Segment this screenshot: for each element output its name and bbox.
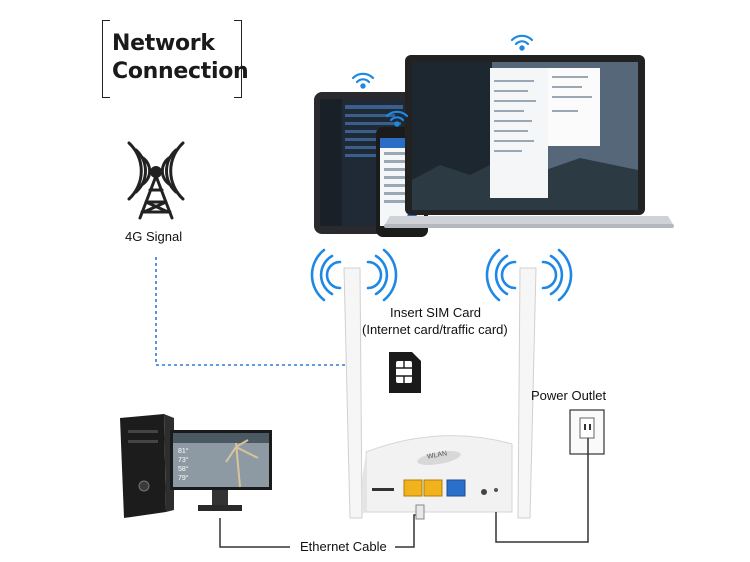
title-line-1: Network	[112, 31, 215, 56]
power-cable	[495, 438, 589, 543]
power-label: Power Outlet	[531, 388, 607, 403]
power-outlet-icon	[569, 409, 605, 455]
wifi-icon	[385, 110, 409, 127]
title-line-2: Connection	[112, 59, 249, 84]
router-device	[343, 267, 537, 519]
antenna-signal-left	[310, 248, 398, 302]
reading-2: 73°	[178, 457, 189, 464]
signal-label: 4G Signal	[125, 229, 183, 244]
wifi-icon	[510, 34, 534, 51]
antenna-signal-right	[485, 248, 573, 302]
laptop-device	[384, 55, 674, 228]
signal-dashed-line	[155, 257, 346, 366]
reading-3: 58°	[178, 466, 189, 473]
cell-tower-icon	[127, 141, 185, 220]
monitor-readings: 81° 73° 58° 79°	[178, 447, 189, 483]
sim-label-line-1: Insert SIM Card	[390, 305, 482, 320]
reading-1: 81°	[178, 448, 189, 455]
page-title: Network Connection	[112, 30, 249, 86]
sim-label-line-2: (Internet card/traffic card)	[362, 322, 508, 337]
ethernet-plug	[415, 504, 425, 520]
monitor-device	[170, 430, 272, 511]
ethernet-label: Ethernet Cable	[300, 539, 387, 554]
desktop-tower	[120, 414, 174, 518]
ethernet-cable-router	[395, 514, 419, 548]
ethernet-cable	[219, 518, 290, 548]
title-box: Network Connection	[102, 20, 249, 98]
wifi-icon	[351, 72, 375, 89]
sim-card-icon	[389, 352, 421, 393]
reading-4: 79°	[178, 475, 189, 482]
